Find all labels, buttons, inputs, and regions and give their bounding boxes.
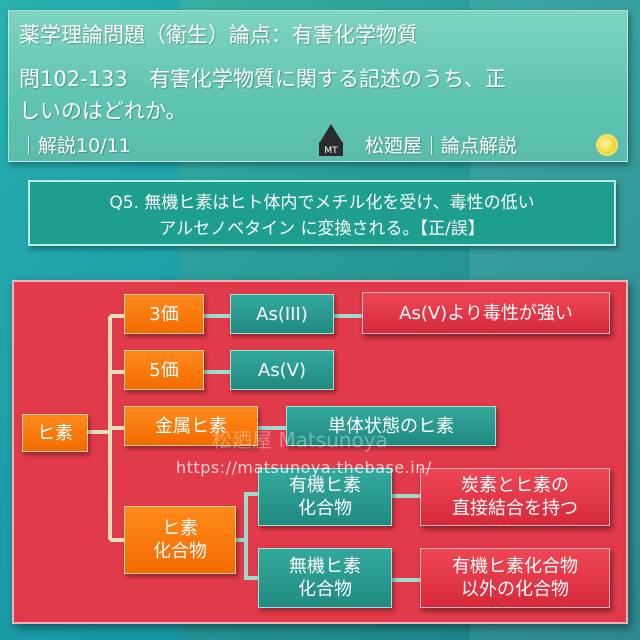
question-box: Q5. 無機ヒ素はヒト体内でメチル化を受け、毒性の低い アルセノベタイン に変換… [28,180,616,246]
node-inorganic-arsenic: 無機ヒ素 化合物 [258,548,392,608]
node-as3: As(III) [230,294,334,334]
note-as3-toxicity: As(V)より毒性が強い [362,292,610,334]
node-trivalent: 3価 [124,294,204,334]
node-organic-arsenic: 有機ヒ素 化合物 [258,468,392,526]
page-title: 薬学理論問題（衛生）論点：有害化学物質 [19,23,418,47]
note-inorganic-definition: 有機ヒ素化合物 以外の化合物 [420,548,610,608]
question-text-line2: しいのはどれか。 [19,99,187,123]
coin-icon [596,134,618,156]
note-organic-definition: 炭素とヒ素の 直接結合を持つ [420,468,610,526]
question-line2: アルセノベタイン に変換される。【正/誤】 [159,219,485,239]
explanation-page: ｜解説10/11 [19,135,131,157]
node-pentavalent: 5価 [124,350,204,390]
node-arsenic: ヒ素 [22,414,88,452]
node-arsenic-compound: ヒ素 化合物 [124,506,236,574]
node-metallic-arsenic: 金属ヒ素 [124,406,258,446]
node-elemental-arsenic: 単体状態のヒ素 [286,406,496,446]
watermark-url: https://matsunoya.thebase.in/ [176,458,432,477]
watermark-name: 松廼屋 Matsunoya [212,428,388,452]
question-line1: Q5. 無機ヒ素はヒト体内でメチル化を受け、毒性の低い [109,193,535,213]
question-text-line1: 有害化学物質に関する記述のうち、正 [149,67,506,91]
matsunoya-logo-icon: MT [319,124,343,156]
brand-label: 松廼屋｜論点解説 [365,135,518,157]
question-number: 問102-133 [19,67,128,91]
node-as5: As(V) [230,350,334,390]
title-card: 薬学理論問題（衛生）論点：有害化学物質 問102-133 有害化学物質に関する記… [8,10,628,162]
logo-text: MT [324,146,338,156]
